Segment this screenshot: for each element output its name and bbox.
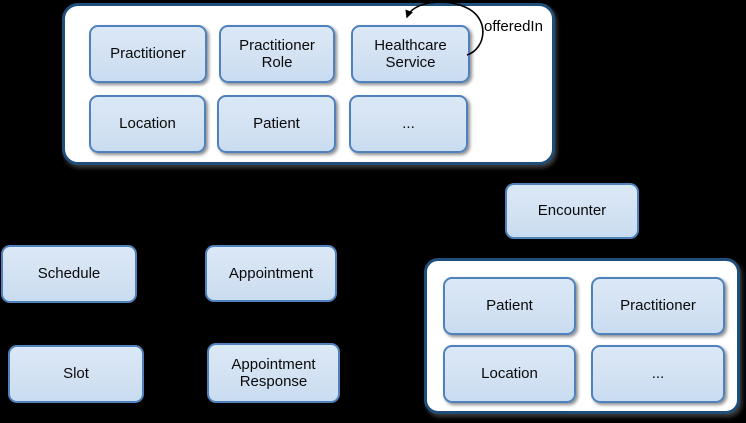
box-healthcare-service: Healthcare Service xyxy=(351,25,470,83)
box-appointment-label: Appointment xyxy=(228,264,314,282)
box-ellipsis-top-label: ... xyxy=(402,115,415,133)
bottom-resources-group: Patient Practitioner Location ... xyxy=(424,258,740,414)
box-ellipsis-bottom: ... xyxy=(591,345,725,403)
box-schedule-label: Schedule xyxy=(37,265,101,283)
self-loop-label: offeredIn xyxy=(484,18,543,35)
box-appointment: Appointment xyxy=(205,245,337,302)
box-ellipsis-bottom-label: ... xyxy=(651,365,665,383)
box-practitioner-2-label: Practitioner xyxy=(620,297,696,315)
box-location: Location xyxy=(89,95,206,153)
box-appointment-response-label: Appointment Response xyxy=(231,355,316,390)
box-ellipsis-top: ... xyxy=(349,95,468,153)
box-patient-label: Patient xyxy=(253,115,300,133)
box-practitioner-2: Practitioner xyxy=(591,277,725,335)
box-location-2-label: Location xyxy=(481,365,538,383)
box-appointment-response: Appointment Response xyxy=(207,343,340,403)
box-practitioner-label: Practitioner xyxy=(110,45,186,63)
box-healthcare-service-label: Healthcare Service xyxy=(374,36,447,71)
box-practitioner: Practitioner xyxy=(89,25,207,83)
top-resources-group: Practitioner Practitioner Role Healthcar… xyxy=(62,3,555,165)
box-schedule: Schedule xyxy=(1,245,137,303)
box-slot: Slot xyxy=(8,345,144,403)
box-practitioner-role-label: Practitioner Role xyxy=(239,36,315,71)
box-patient-2: Patient xyxy=(443,277,576,335)
box-location-2: Location xyxy=(443,345,576,403)
box-slot-label: Slot xyxy=(63,365,89,383)
box-patient: Patient xyxy=(217,95,336,153)
box-encounter: Encounter xyxy=(505,183,639,239)
box-encounter-label: Encounter xyxy=(537,202,607,220)
box-location-label: Location xyxy=(119,115,176,133)
box-practitioner-role: Practitioner Role xyxy=(219,25,335,83)
box-patient-2-label: Patient xyxy=(486,297,533,315)
